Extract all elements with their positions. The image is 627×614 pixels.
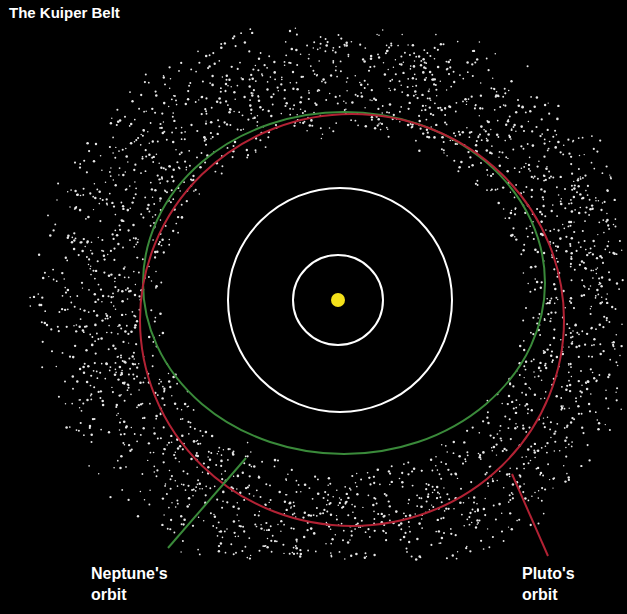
- orbit-label: Pluto's orbit: [519, 562, 595, 606]
- kuiper-belt-objects: [29, 27, 623, 560]
- diagram-title: The Kuiper Belt: [6, 4, 123, 22]
- leader-line: [512, 474, 548, 556]
- inner-orbit: [228, 188, 452, 412]
- sun: [331, 293, 345, 307]
- neptune-orbit: [143, 112, 545, 454]
- orbit-label: Neptune's orbit: [88, 562, 180, 606]
- inner-orbit: [293, 255, 383, 345]
- leader-line: [168, 458, 246, 548]
- pluto-orbit: [140, 114, 564, 526]
